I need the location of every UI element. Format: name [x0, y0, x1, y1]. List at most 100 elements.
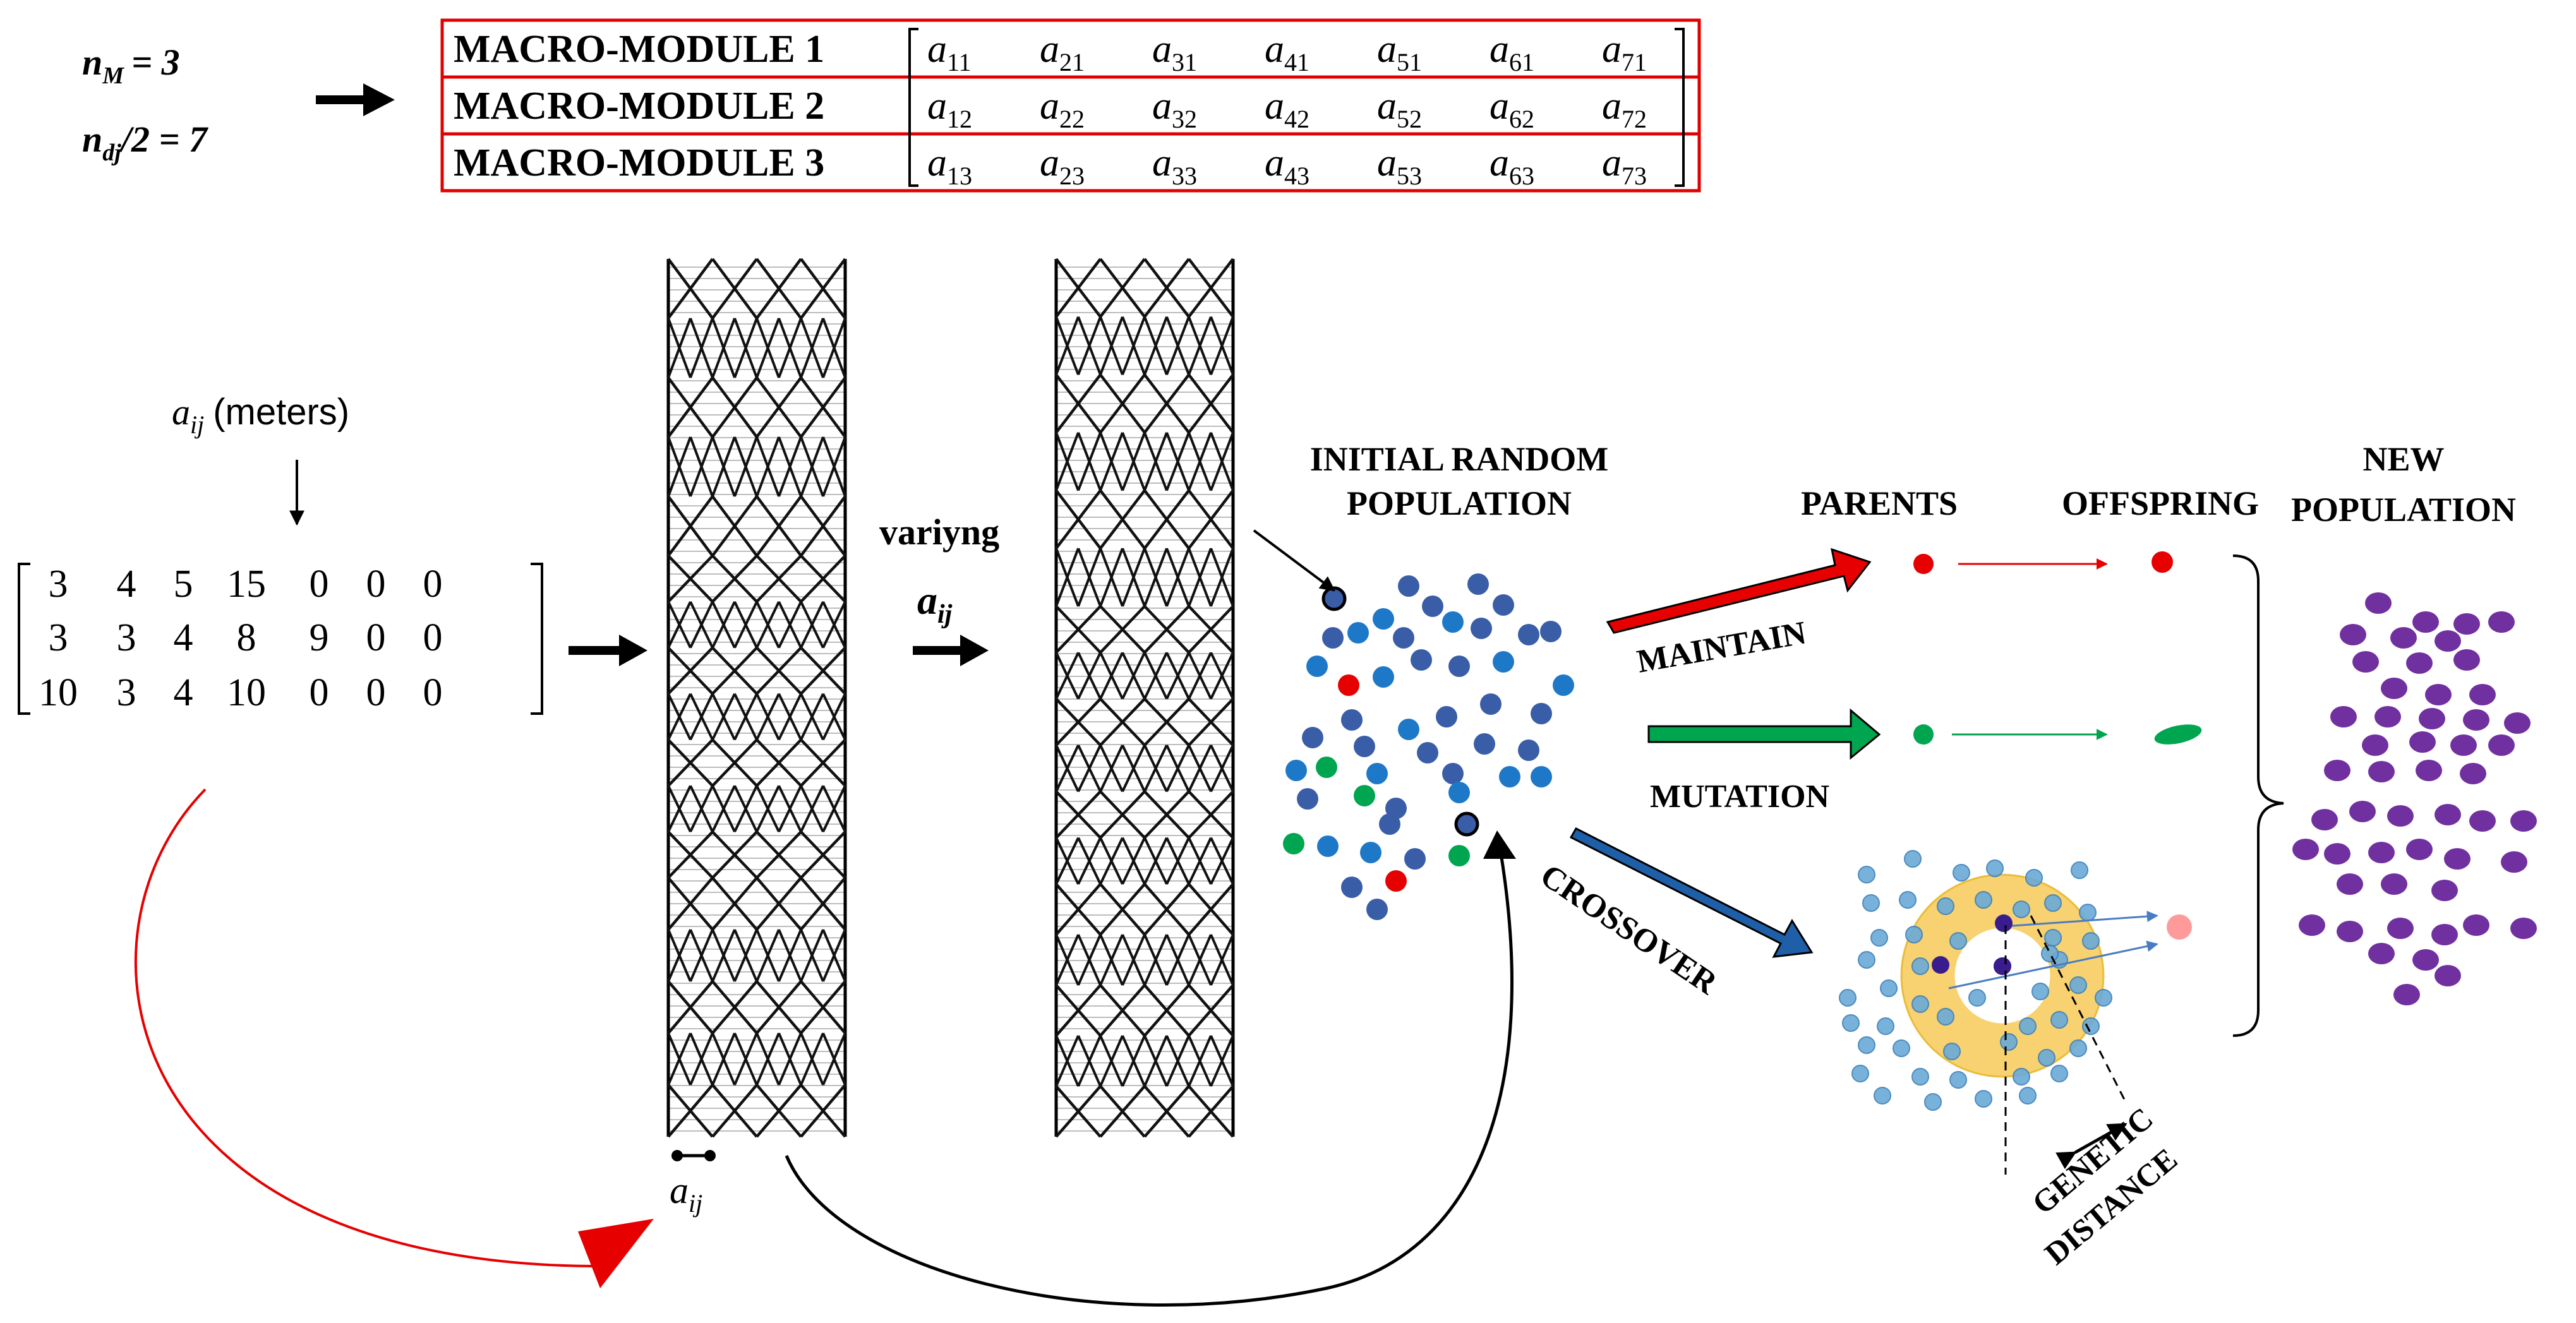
new-individual: [2324, 843, 2350, 865]
individual-dot: [1471, 618, 1492, 639]
individual-dot: [1373, 608, 1394, 630]
individual-dot: [1442, 611, 1464, 633]
crossover-individual: [2019, 1087, 2037, 1104]
individual-dot: [1442, 763, 1464, 784]
parameters: nM= 3 ndj/2 = 7: [82, 42, 395, 166]
parent-dot-maintain: [1913, 554, 1934, 574]
individual-dot: [1436, 706, 1457, 727]
individual-dot: [1417, 742, 1438, 763]
individual-dot: [1493, 651, 1514, 673]
varying-var: aij: [917, 578, 953, 629]
individual-dot: [1531, 766, 1552, 787]
new-individual: [2340, 624, 2366, 645]
new-population-title: NEW POPULATION: [2291, 440, 2516, 529]
individual-dot: [1474, 733, 1495, 755]
new-individual: [2435, 804, 2461, 825]
individual-dot: [1553, 674, 1574, 696]
module-cell: a73: [1602, 141, 1647, 190]
crossover-individual: [2000, 1033, 2018, 1051]
individual-dot: [1518, 739, 1539, 761]
crossover-individual: [2031, 983, 2049, 1000]
crossover-individual: [1904, 850, 1922, 868]
parents-label: PARENTS: [1801, 484, 1958, 522]
individual-dot: [1366, 899, 1388, 920]
module-cell: a53: [1377, 141, 1422, 190]
individual-dot: [1283, 833, 1304, 854]
individual-dot: [1317, 835, 1339, 857]
collect-brace: [2232, 554, 2284, 1037]
new-individual: [2368, 943, 2395, 964]
new-individual: [2488, 611, 2515, 633]
new-individual: [2435, 630, 2461, 652]
black-feedback-arrow: [785, 830, 1516, 1307]
crossover-individual: [1870, 929, 1888, 947]
macro-module-label: MACRO-MODULE 1: [454, 28, 824, 71]
individual-dot: [1454, 811, 1479, 837]
module-cell: a71: [1602, 28, 1647, 76]
new-individual: [2419, 708, 2445, 729]
module-cell: a22: [1040, 85, 1085, 133]
matrix-cell: 10: [227, 671, 266, 714]
parent-b: [1932, 956, 1949, 974]
aij-var: aij(meters): [172, 392, 349, 439]
individual-dot: [1321, 586, 1347, 611]
matrix-cell: 4: [174, 616, 193, 659]
module-cell: a33: [1152, 141, 1197, 190]
new-individual: [2450, 734, 2477, 756]
new-individual: [2469, 810, 2496, 832]
new-individual: [2299, 914, 2325, 936]
individual-dot: [1379, 813, 1400, 835]
matrix-cell: 15: [227, 563, 266, 606]
offspring-ellipse-mutation: [2154, 724, 2202, 745]
macro-module-label: MACRO-MODULE 3: [454, 141, 824, 184]
module-cell: a43: [1265, 141, 1309, 190]
matrix-cell: 10: [39, 671, 78, 714]
individual-dot: [1467, 573, 1489, 595]
initial-population: [1283, 573, 1574, 920]
matrix-cell: 0: [310, 563, 329, 606]
new-individual: [2349, 801, 2376, 822]
crossover-individual: [2038, 1049, 2055, 1067]
crossover-individual: [1953, 864, 1970, 882]
individual-dot: [1360, 842, 1381, 863]
individual-dot: [1411, 649, 1432, 671]
new-individual: [2292, 839, 2319, 860]
initial-population-title: INITIAL RANDOM POPULATION: [1253, 440, 1608, 592]
matrix-cell: 5: [174, 563, 193, 606]
matrix-cell: 9: [310, 616, 329, 659]
new-individual: [2409, 731, 2436, 753]
new-individual: [2488, 734, 2515, 756]
crossover-arrow: CROSSOVER: [1534, 827, 1814, 1002]
new-individual: [2431, 880, 2458, 901]
new-individual: [2381, 873, 2407, 895]
new-individual: [2406, 839, 2433, 860]
new-individual: [2406, 652, 2433, 674]
individual-dot: [1354, 736, 1375, 757]
new-individual: [2368, 761, 2395, 782]
new-individual: [2387, 918, 2414, 939]
svg-text:POPULATION: POPULATION: [2291, 491, 2516, 529]
individual-dot: [1373, 666, 1394, 688]
individual-dot: [1341, 709, 1363, 731]
mutation-row: [1913, 724, 2202, 745]
crossover-individual: [2044, 929, 2062, 947]
individual-dot: [1385, 870, 1407, 892]
new-individual: [2412, 949, 2439, 971]
crossover-individual: [1858, 1036, 1875, 1054]
new-individual: [2504, 712, 2531, 734]
crossover-individual: [1842, 1014, 1860, 1032]
crossover-individual: [1949, 1071, 1967, 1089]
module-cell: a13: [927, 141, 972, 190]
crossover-individual: [2050, 1011, 2068, 1029]
new-individual: [2425, 684, 2452, 705]
diagrid-tower-initial: [666, 258, 847, 1138]
individual-dot: [1306, 656, 1328, 677]
new-individual: [2510, 810, 2537, 832]
individual-dot: [1347, 622, 1369, 644]
varying-label: variyng aij: [879, 512, 999, 666]
matrix-cell: 4: [117, 563, 136, 606]
new-individual: [2412, 611, 2439, 633]
crossover-individual: [2071, 861, 2088, 879]
module-cell: a31: [1152, 28, 1197, 76]
